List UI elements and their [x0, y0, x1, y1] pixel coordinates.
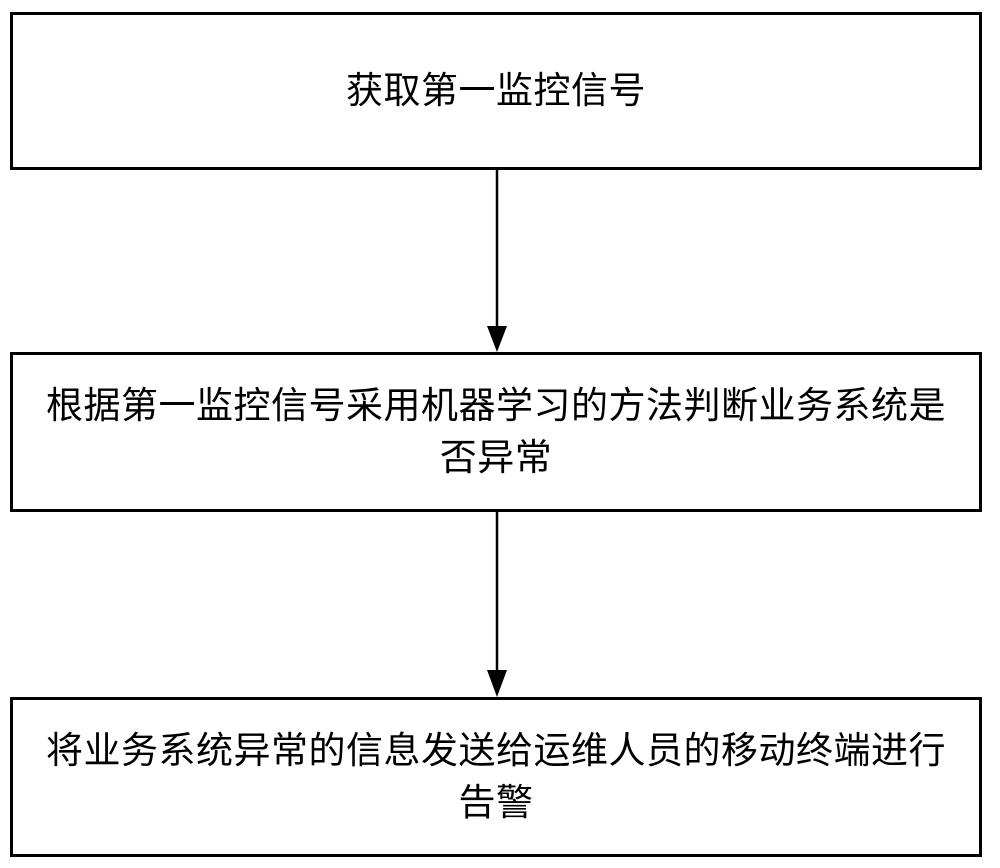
arrow-2-head — [487, 670, 507, 697]
step-2-label: 根据第一监控信号采用机器学习的方法判断业务系统是否异常 — [46, 384, 946, 479]
step-3-label: 将业务系统异常的信息发送给运维人员的移动终端进行告警 — [46, 729, 946, 824]
arrow-step2-to-step3 — [487, 512, 507, 697]
step-3-box: 将业务系统异常的信息发送给运维人员的移动终端进行告警 — [10, 697, 982, 857]
arrow-1-head — [487, 326, 507, 352]
arrow-step1-to-step2 — [487, 170, 507, 352]
step-2-box: 根据第一监控信号采用机器学习的方法判断业务系统是否异常 — [10, 352, 982, 512]
step-1-label: 获取第一监控信号 — [346, 69, 646, 112]
step-1-box: 获取第一监控信号 — [10, 12, 982, 170]
